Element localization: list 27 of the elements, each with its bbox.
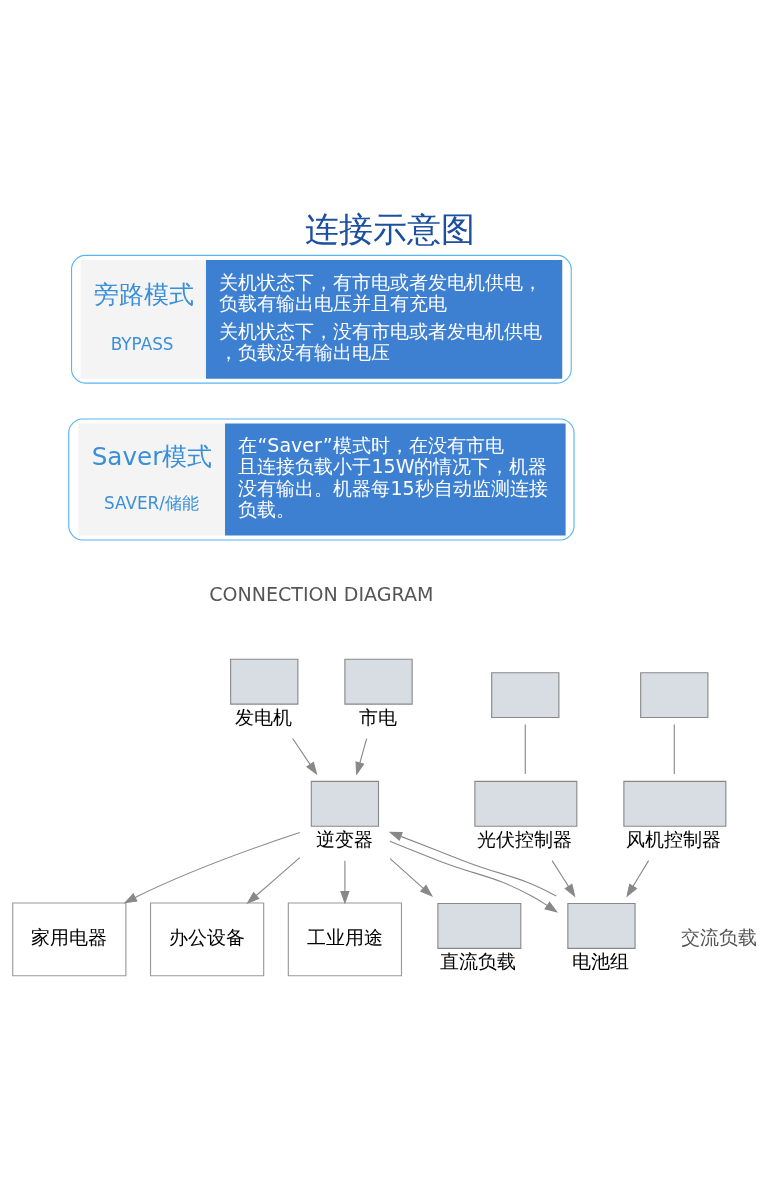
node-label: 电池组 [572,950,630,973]
arrow [551,860,576,898]
connector [673,723,675,775]
connector [524,723,526,775]
node-label: 发电机 [235,705,293,728]
arrow [123,832,301,904]
node-box: 办公设备 [149,902,265,977]
arrow [626,860,650,898]
node-label: 逆变器 [315,827,373,850]
node-box: 旁路模式 BYPASS 关机状态下，有市电或者发电机供电，负载有输出电压并且有充电 关机状态下，没有市电或者发电机供电，负载没有输出电压 [71,254,572,384]
arrow [340,860,350,905]
arrow [246,857,301,905]
arrow [389,840,559,913]
label: CONNECTION DIAGRAM [209,582,434,605]
node-label: 光伏控制器 [477,827,573,850]
node-label: 风机控制器 [626,827,722,850]
node-box: 工业用途 [287,902,403,977]
label: 交流负载 [681,925,758,948]
arrow [292,737,318,776]
node-box: 家用电器 [12,902,127,977]
node-label: 直流负载 [440,950,517,973]
arrow [388,831,557,897]
arrow [355,737,368,776]
arrow [389,858,434,897]
node-box: Saver模式 SAVER/储能 在“Saver”模式时，在没有市电且连接负载小于15W的情况下，机器没有输出。机器每15秒自动监测连接负载。 [68,418,575,541]
node-label: 市电 [358,705,397,728]
diagram-title: 连接示意图 [305,209,475,249]
